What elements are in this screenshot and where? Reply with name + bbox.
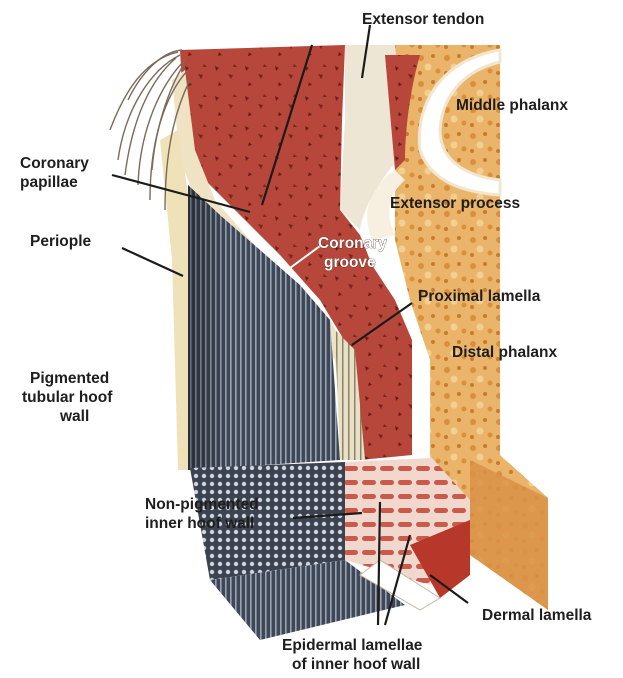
label-extensor-process: Extensor process xyxy=(390,195,520,212)
label-pigmented-wall-line1: Pigmented xyxy=(30,370,109,387)
label-epidermal-line1: Epidermal lamellae xyxy=(282,637,423,654)
label-proximal-lamella: Proximal lamella xyxy=(418,288,541,305)
label-non-pigmented-line2: inner hoof wall xyxy=(145,515,254,532)
label-non-pigmented-line1: Non-pigmented xyxy=(145,496,259,513)
label-middle-phalanx: Middle phalanx xyxy=(456,97,568,114)
label-pigmented-wall-line3: wall xyxy=(59,408,89,425)
label-distal-phalanx: Distal phalanx xyxy=(452,344,557,361)
pigmented-wall-shade xyxy=(188,185,230,470)
label-periople: Periople xyxy=(30,233,92,250)
label-coronary-papillae-line2: papillae xyxy=(20,174,78,191)
label-pigmented-wall-line2: tubular hoof xyxy=(22,389,113,406)
label-coronary-groove-line1: Coronary xyxy=(318,235,387,252)
label-coronary-groove-line2: groove xyxy=(324,254,376,271)
label-epidermal-line2: of inner hoof wall xyxy=(292,656,420,673)
label-dermal-lamella: Dermal lamella xyxy=(482,607,592,624)
label-coronary-papillae-line1: Coronary xyxy=(20,155,89,172)
label-extensor-tendon: Extensor tendon xyxy=(362,11,484,28)
